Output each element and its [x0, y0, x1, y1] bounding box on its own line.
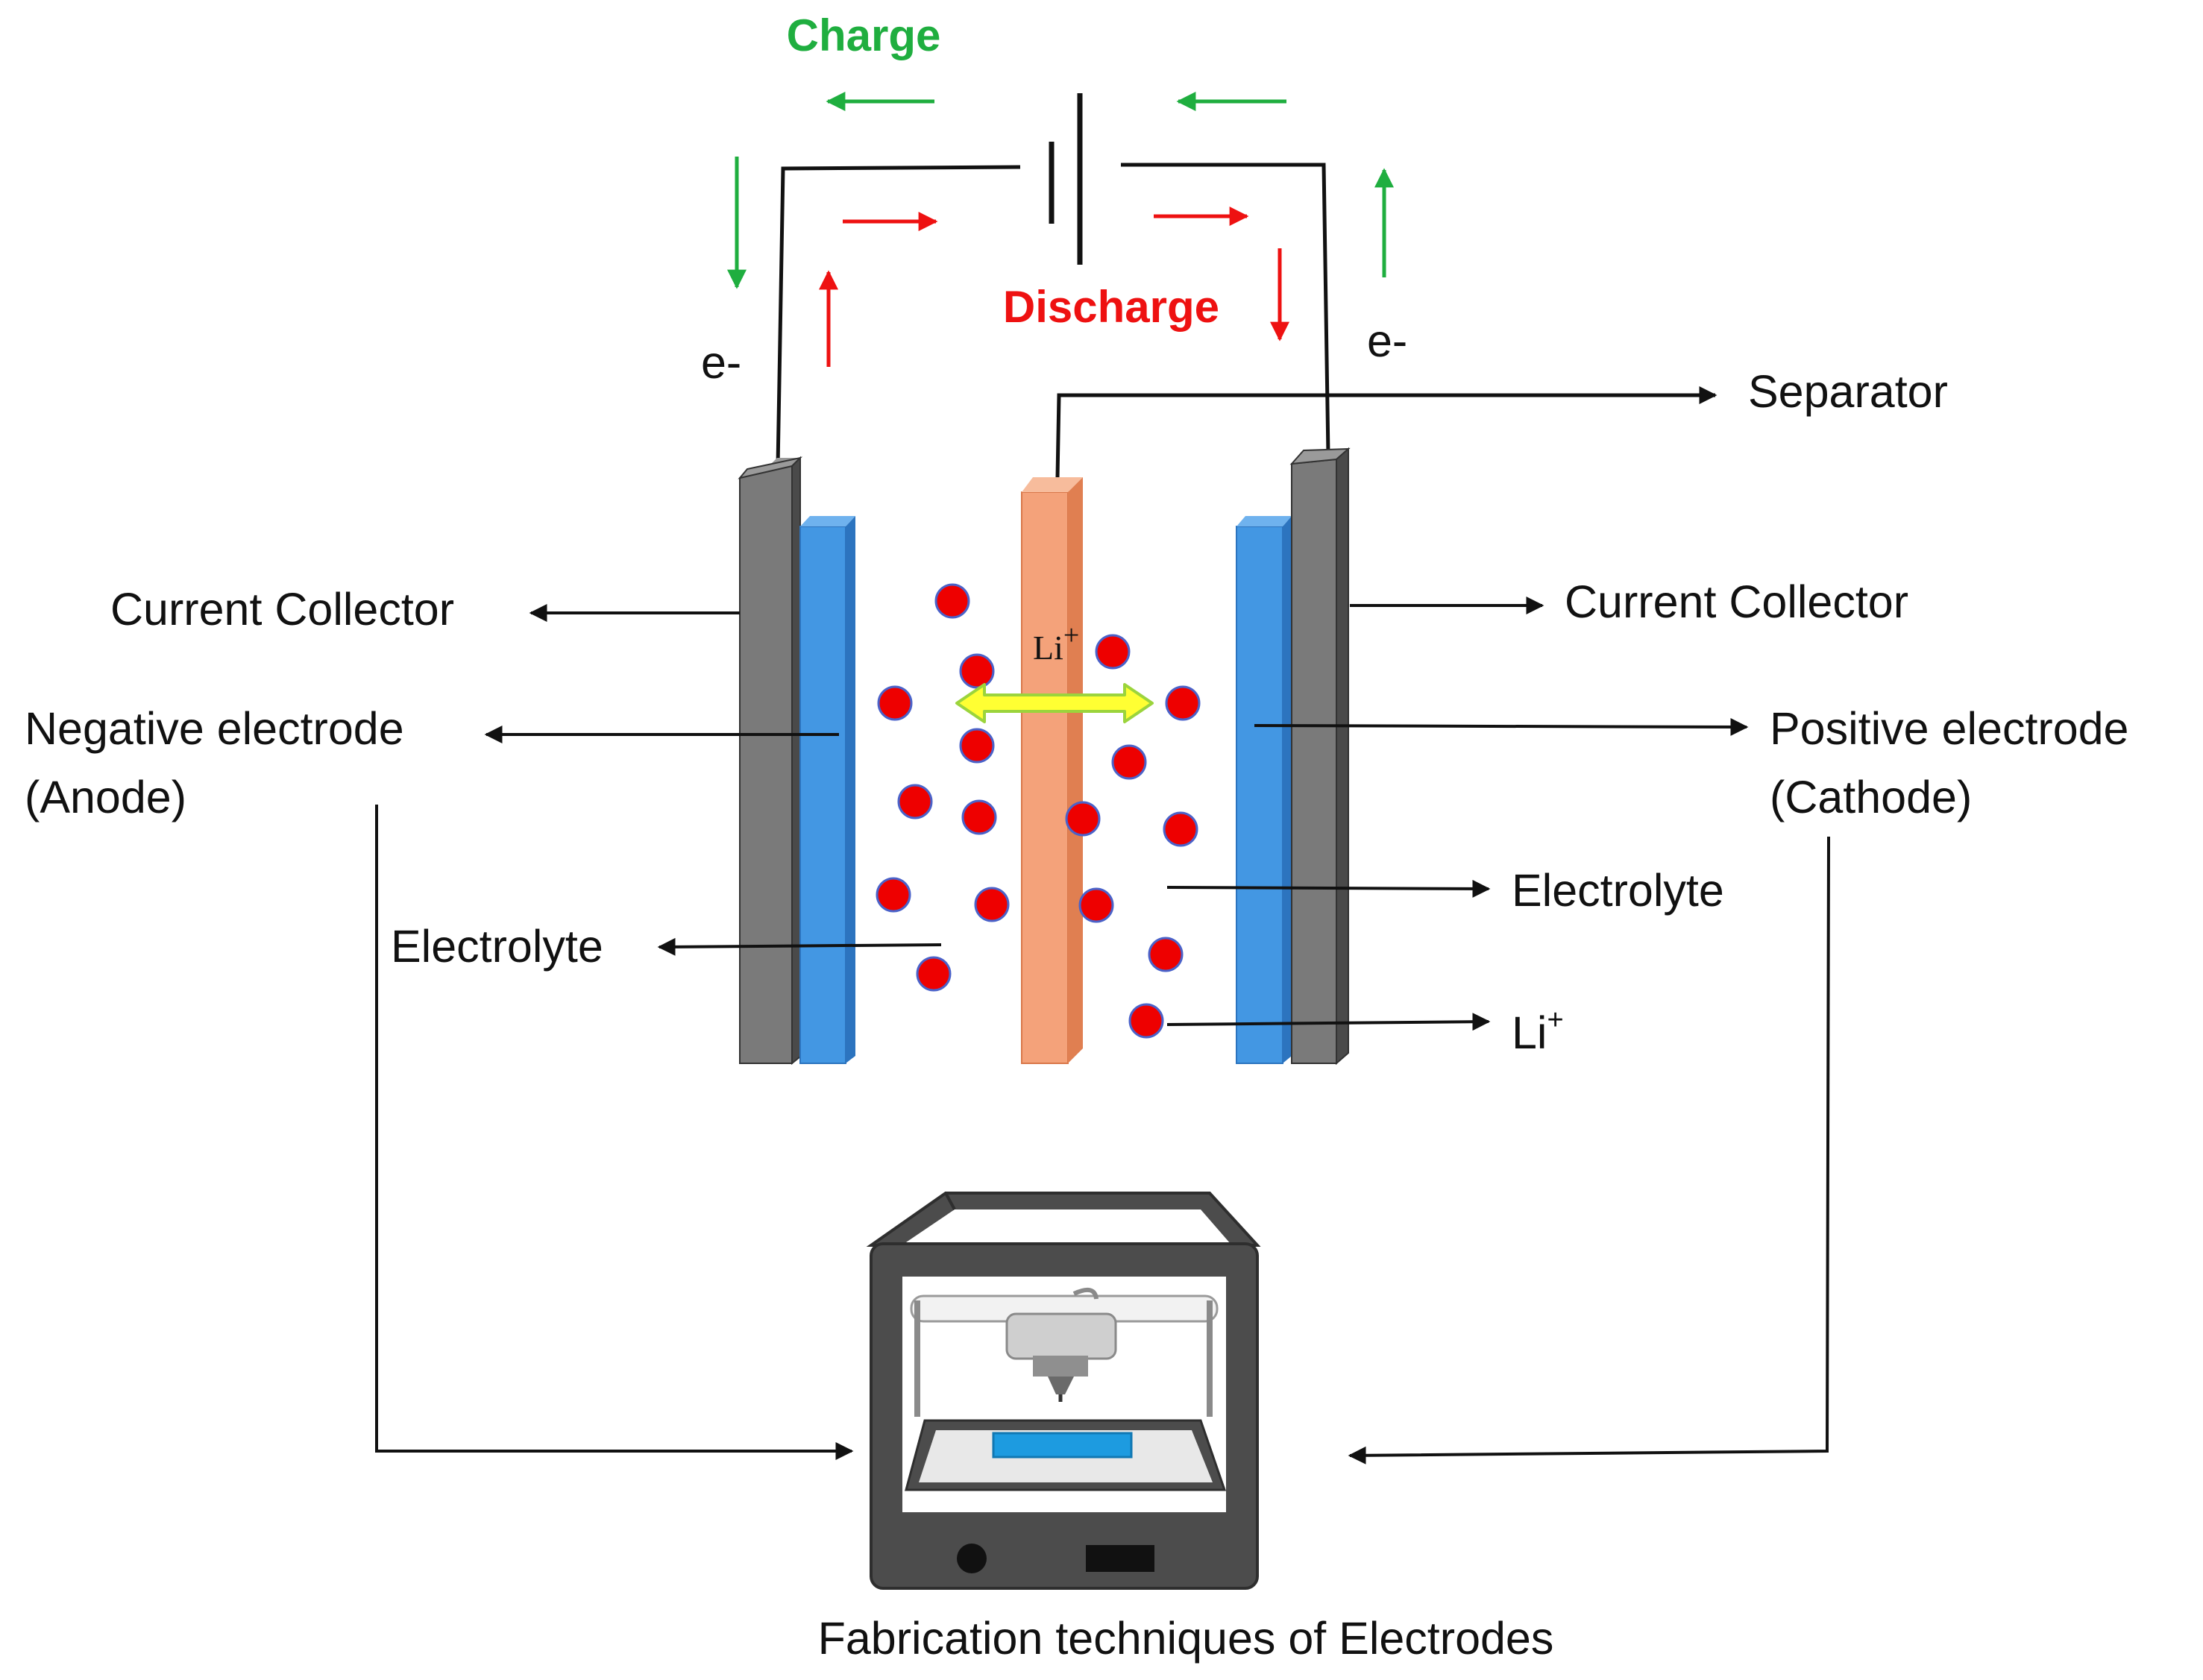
electrolyte-left-label: Electrolyte	[391, 921, 603, 972]
anode-to-printer-line	[375, 805, 854, 1460]
li-ion	[959, 653, 995, 689]
li-ion	[1163, 811, 1198, 847]
battery-symbol-icon	[1049, 93, 1083, 265]
electrolyte-right-label: Electrolyte	[1512, 865, 1724, 916]
negative-electrode-label: Negative electrode	[25, 703, 404, 754]
separator	[1021, 477, 1083, 1064]
current-collector-right-label: Current Collector	[1565, 576, 1908, 627]
li-ion	[1128, 1003, 1164, 1039]
negative-electrode-anode	[799, 516, 855, 1064]
li-ion-label: Li+	[1512, 1004, 1564, 1058]
cathode-label: (Cathode)	[1770, 772, 1972, 822]
center-li-ion-label: Li+	[1033, 620, 1079, 667]
anode-label: (Anode)	[25, 772, 186, 822]
current-collector-left-label: Current Collector	[110, 584, 454, 635]
ion-transport-double-arrow	[955, 683, 1154, 723]
3d-printer-icon	[866, 1192, 1261, 1590]
li-ion	[974, 887, 1010, 922]
callout-arrows	[375, 597, 1830, 1465]
separator-label: Separator	[1748, 366, 1948, 417]
electron-label-right: e-	[1367, 315, 1407, 366]
charge-arrows	[727, 92, 1394, 289]
charge-label: Charge	[787, 10, 941, 60]
cathode-to-printer-line	[1348, 836, 1830, 1465]
li-ion	[1111, 744, 1147, 780]
li-ion	[1095, 634, 1131, 670]
lithium-ions	[876, 583, 1201, 1039]
left-current-collector	[738, 456, 803, 1066]
li-ion	[1078, 887, 1114, 923]
positive-electrode-cathode	[1236, 516, 1292, 1064]
electron-label-left: e-	[701, 337, 741, 388]
discharge-label: Discharge	[1003, 282, 1219, 332]
left-wire	[776, 165, 1021, 467]
callout-li-ion	[1166, 1013, 1491, 1031]
li-ion	[959, 728, 995, 764]
separator-lead-wire	[1055, 386, 1718, 478]
li-ion	[876, 877, 911, 913]
li-ion	[961, 799, 997, 835]
external-circuit	[776, 163, 1718, 478]
right-current-collector	[1289, 447, 1351, 1066]
li-ion	[934, 583, 970, 619]
callout-cathode	[1254, 717, 1749, 736]
callout-left-electrolyte	[657, 937, 942, 956]
right-wire	[1121, 163, 1330, 456]
printer-caption: Fabrication techniques of Electrodes	[818, 1613, 1554, 1664]
li-ion	[897, 784, 933, 819]
li-ion	[877, 685, 913, 721]
discharge-arrows	[819, 207, 1289, 367]
li-ion	[916, 956, 952, 992]
li-ion	[1165, 685, 1201, 721]
li-ion	[1065, 801, 1101, 837]
callout-right-electrolyte	[1166, 879, 1491, 898]
positive-electrode-label: Positive electrode	[1770, 703, 2128, 754]
li-ion	[1148, 937, 1184, 972]
